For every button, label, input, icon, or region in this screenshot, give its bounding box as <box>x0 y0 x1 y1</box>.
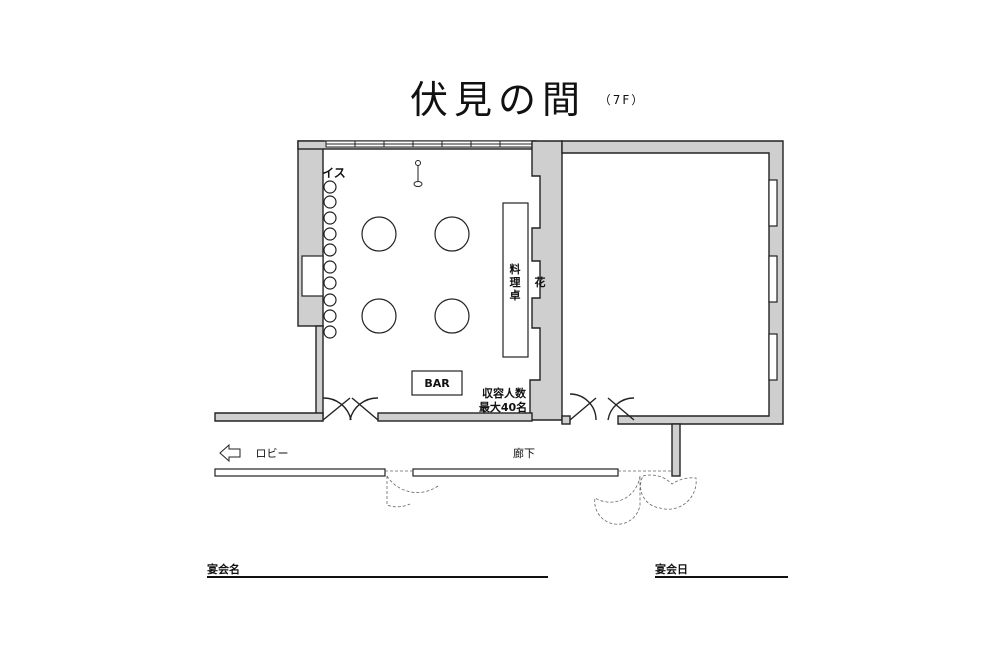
microphone-stand <box>413 160 423 187</box>
lobby-wall <box>214 412 324 422</box>
chair <box>323 309 337 323</box>
bar-counter: BAR <box>411 370 463 396</box>
door-left-room <box>322 397 379 421</box>
room-name: 伏見の間 <box>410 78 586 122</box>
plan-title: 伏見の間 （7F） <box>410 78 646 122</box>
bar-label: BAR <box>424 377 450 390</box>
chair <box>323 243 337 257</box>
corridor-lower-wall <box>214 468 697 525</box>
left-lower-wall <box>315 325 324 417</box>
event-date-label: 宴会日 <box>655 562 688 576</box>
round-table <box>434 216 470 252</box>
round-table <box>434 298 470 334</box>
capacity-note: 収容人数 最大40名 <box>479 386 527 414</box>
arrow-left-outline-icon <box>219 443 241 463</box>
chair <box>323 260 337 274</box>
lobby-label: ロビー <box>256 447 289 460</box>
bottom-wall-right <box>377 412 533 422</box>
corridor-post <box>671 423 681 477</box>
round-table <box>361 298 397 334</box>
door-right-room <box>569 393 635 421</box>
capacity-line-1: 収容人数 <box>482 386 527 400</box>
cooking-table-char-1: 料 <box>510 262 521 276</box>
event-name-field: 宴会名 <box>207 562 548 578</box>
chairs: イス <box>322 166 346 339</box>
cooking-table: 料 理 卓 <box>502 202 529 358</box>
lobby-direction: ロビー <box>219 443 289 463</box>
chair <box>323 211 337 225</box>
round-tables <box>361 216 470 334</box>
chair <box>323 195 337 209</box>
right-room-bottom-left <box>561 415 571 425</box>
event-date-field: 宴会日 <box>655 562 788 578</box>
chair <box>323 180 337 194</box>
chair <box>323 227 337 241</box>
capacity-line-2: 最大40名 <box>479 400 527 414</box>
flowers-label: 花 <box>535 275 546 289</box>
right-room-wall <box>561 140 784 425</box>
left-wall <box>297 140 324 327</box>
corridor-label: 廊下 <box>513 446 535 460</box>
event-name-label: 宴会名 <box>207 562 240 576</box>
chair <box>323 325 337 339</box>
round-table <box>361 216 397 252</box>
room-walls <box>214 140 784 477</box>
chair <box>323 293 337 307</box>
cooking-table-char-2: 理 <box>510 276 521 289</box>
chair <box>323 276 337 290</box>
partition-wall <box>529 140 563 421</box>
floor-label: （7F） <box>599 93 646 107</box>
chairs-label: イス <box>322 166 346 180</box>
cooking-table-char-3: 卓 <box>510 288 521 302</box>
